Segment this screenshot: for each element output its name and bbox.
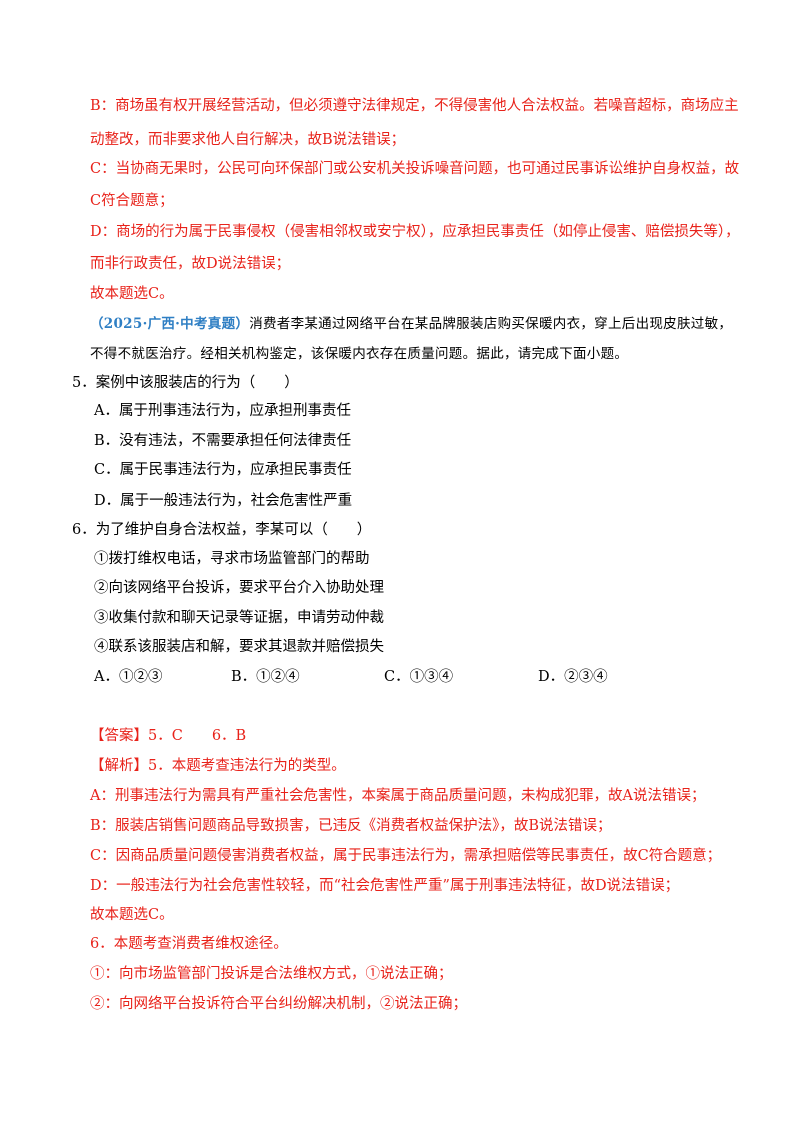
analysis-line: 故本题选C。 <box>90 907 174 923</box>
material-text: 消费者李某通过网络平台在某品牌服装店购买保暖内衣，穿上后出现皮肤过敏， <box>249 316 733 332</box>
source-tag: （2025·广西·中考真题） <box>90 316 250 332</box>
analysis-line: C：因商品质量问题侵害消费者权益，属于民事违法行为，需承担赔偿等民事责任，故C符… <box>90 848 722 864</box>
analysis-line: D：一般违法行为社会危害性较轻，而“社会危害性严重”属于刑事违法特征，故D说法错… <box>90 878 680 894</box>
question-6-item: ②向该网络平台投诉，要求平台介入协助处理 <box>94 580 384 596</box>
analysis-q6-intro: 6．本题考查消费者维权途径。 <box>90 936 288 952</box>
material-line: 不得不就医治疗。经相关机构鉴定，该保暖内衣存在质量问题。据此，请完成下面小题。 <box>90 346 629 362</box>
question-6-item: ①拨打维权电话，寻求市场监管部门的帮助 <box>94 551 370 567</box>
prev-analysis-line: B：商场虽有权开展经营活动，但必须遵守法律规定，不得侵害他人合法权益。若噪音超标… <box>90 98 739 114</box>
question-6-option: D．②③④ <box>538 669 608 685</box>
question-6-option: A．①②③ <box>94 669 163 685</box>
prev-analysis-line: C：当协商无果时，公民可向环保部门或公安机关投诉噪音问题，也可通过民事诉讼维护自… <box>90 161 740 177</box>
question-5-stem: 5．案例中该服装店的行为（ ） <box>72 375 299 391</box>
analysis-line: A：刑事违法行为需具有严重社会危害性，本案属于商品质量问题，未构成犯罪，故A说法… <box>90 788 706 804</box>
question-6-item: ④联系该服装店和解，要求其退款并赔偿损失 <box>94 639 384 655</box>
question-5-option: D．属于一般违法行为，社会危害性严重 <box>94 493 353 509</box>
analysis-intro: 【解析】5．本题考查违法行为的类型。 <box>90 758 346 774</box>
answer-line: 【答案】5．C 6．B <box>90 728 247 744</box>
material-line: （2025·广西·中考真题）消费者李某通过网络平台在某品牌服装店购买保暖内衣，穿… <box>90 313 732 335</box>
question-5-option: C．属于民事违法行为，应承担民事责任 <box>94 462 352 478</box>
question-6-stem: 6．为了维护自身合法权益，李某可以（ ） <box>72 522 372 538</box>
analysis-line: B：服装店销售问题商品导致损害，已违反《消费者权益保护法》，故B说法错误； <box>90 818 612 834</box>
question-6-option: B．①②④ <box>231 669 300 685</box>
prev-analysis-line: 动整改，而非要求他人自行解决，故B说法错误； <box>90 132 406 148</box>
question-5-option: A．属于刑事违法行为，应承担刑事责任 <box>94 403 351 419</box>
prev-analysis-line: 故本题选C。 <box>90 286 174 302</box>
prev-analysis-line: 而非行政责任，故D说法错误； <box>90 256 291 272</box>
question-6-item: ③收集付款和聊天记录等证据，申请劳动仲裁 <box>94 610 384 626</box>
analysis-line: ②：向网络平台投诉符合平台纠纷解决机制，②说法正确； <box>90 996 467 1012</box>
question-6-option: C．①③④ <box>384 669 454 685</box>
question-5-option: B．没有违法，不需要承担任何法律责任 <box>94 433 352 449</box>
analysis-line: ①：向市场监管部门投诉是合法维权方式，①说法正确； <box>90 966 453 982</box>
prev-analysis-line: C符合题意； <box>90 193 174 209</box>
prev-analysis-line: D：商场的行为属于民事侵权（侵害相邻权或安宁权），应承担民事责任（如停止侵害、赔… <box>90 224 740 240</box>
